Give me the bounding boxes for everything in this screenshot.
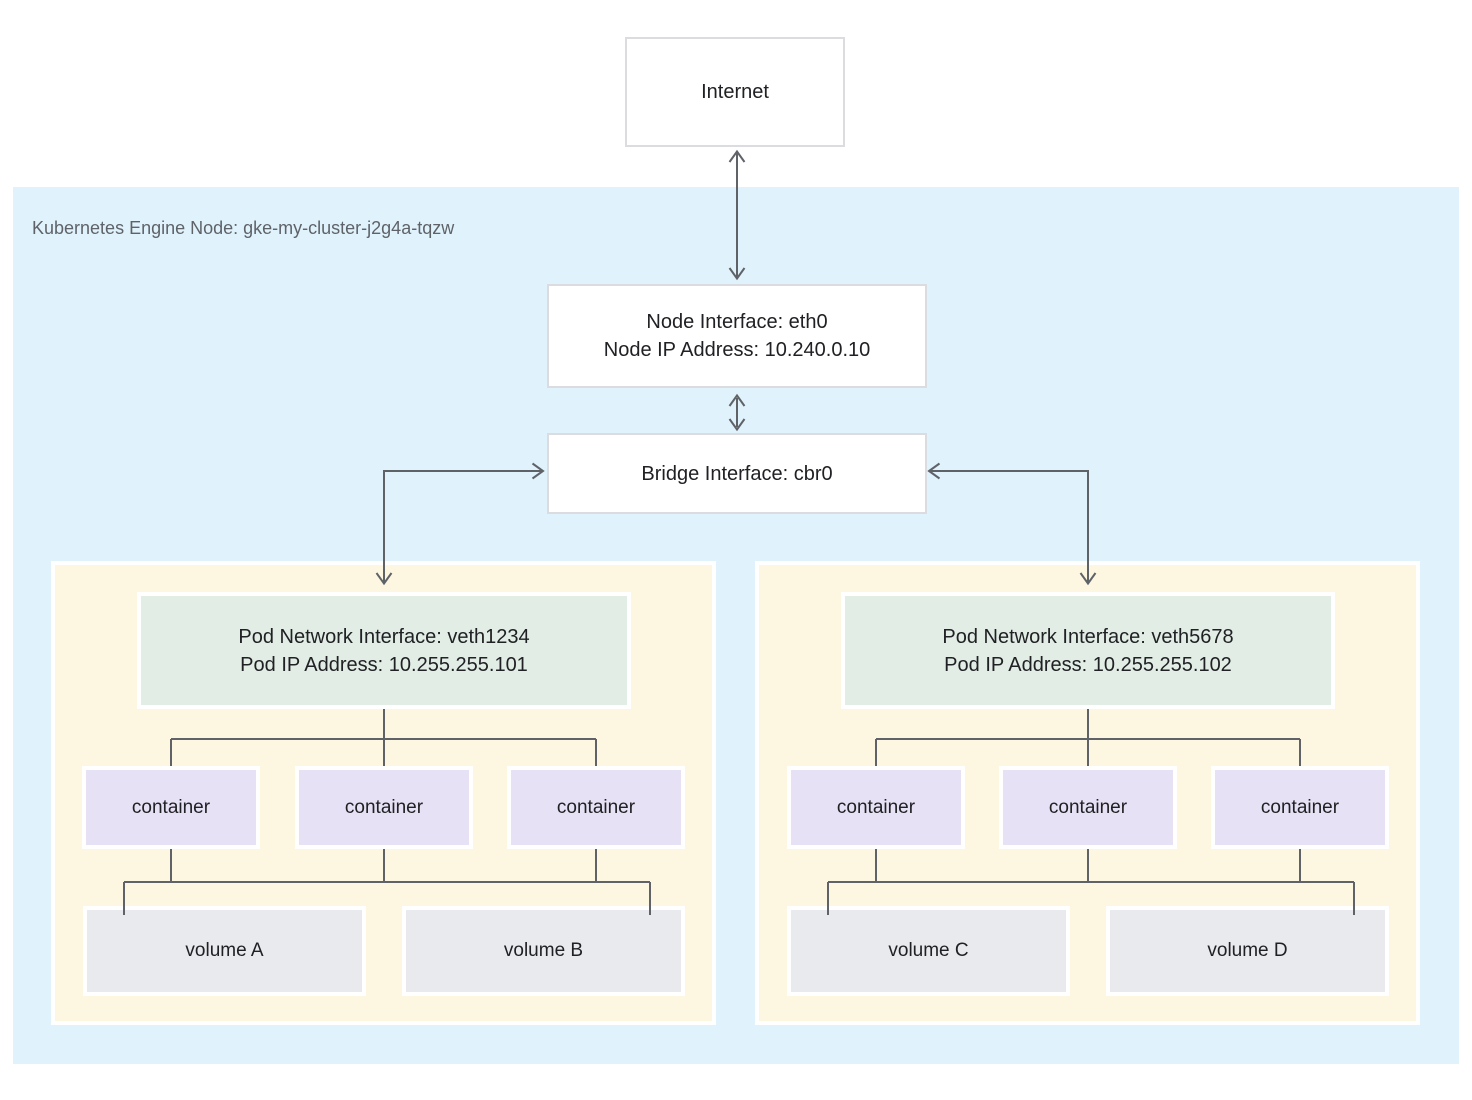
node-interface-box: Node Interface: eth0 Node IP Address: 10… <box>547 284 927 388</box>
container-label: container <box>131 796 211 818</box>
pod1-network-interface-box: Pod Network Interface: veth1234 Pod IP A… <box>137 592 631 709</box>
pod1-container-3: container <box>507 766 685 849</box>
pod1-container-2: container <box>295 766 473 849</box>
pod1-container-1: container <box>82 766 260 849</box>
container-label: container <box>836 796 916 818</box>
pod2-ip-line2: Pod IP Address: 10.255.255.102 <box>944 653 1232 676</box>
pod2-interface-line1: Pod Network Interface: veth5678 <box>942 625 1234 648</box>
node-interface-line1: Node Interface: eth0 <box>646 311 828 333</box>
bridge-interface-box: Bridge Interface: cbr0 <box>547 433 927 514</box>
container-label: container <box>344 796 424 818</box>
pod1-volume-a: volume A <box>83 906 366 996</box>
pod2-volume-c: volume C <box>787 906 1070 996</box>
volume-label: volume B <box>503 940 584 961</box>
internet-box: Internet <box>625 37 845 147</box>
node-region-title: Kubernetes Engine Node: gke-my-cluster-j… <box>32 218 455 238</box>
volume-label: volume C <box>888 940 969 961</box>
pod2-container-1: container <box>787 766 965 849</box>
pod1-volume-b: volume B <box>402 906 685 996</box>
bridge-interface-label: Bridge Interface: cbr0 <box>641 462 833 485</box>
pod1-interface-line1: Pod Network Interface: veth1234 <box>238 625 530 648</box>
pod1-ip-line2: Pod IP Address: 10.255.255.101 <box>240 653 528 676</box>
container-label: container <box>1048 796 1128 818</box>
internet-label: Internet <box>701 81 769 103</box>
pod2-network-interface-box: Pod Network Interface: veth5678 Pod IP A… <box>841 592 1335 709</box>
pod2-container-3: container <box>1211 766 1389 849</box>
volume-label: volume A <box>185 940 264 961</box>
volume-label: volume D <box>1207 940 1288 961</box>
container-label: container <box>556 796 636 818</box>
pod2-volume-d: volume D <box>1106 906 1389 996</box>
container-label: container <box>1260 796 1340 818</box>
pod2-container-2: container <box>999 766 1177 849</box>
node-ip-line2: Node IP Address: 10.240.0.10 <box>603 339 871 361</box>
